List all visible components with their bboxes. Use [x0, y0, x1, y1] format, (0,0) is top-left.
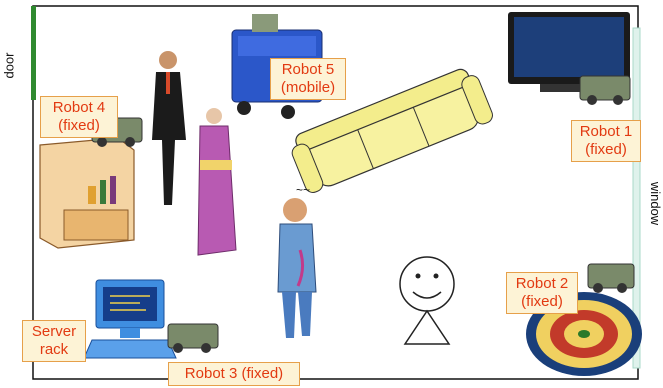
robot-arm-icon-3 — [168, 324, 218, 353]
window-label: window — [648, 182, 663, 225]
server-rack-label: Server rack — [22, 320, 86, 362]
robot-arm-icon-1 — [580, 76, 630, 105]
smiley-figure-icon — [400, 257, 454, 344]
door-mark — [31, 6, 36, 100]
robot-1-type: (fixed) — [576, 141, 636, 159]
server-rack-line1: Server — [27, 323, 81, 341]
robot-5-type: (mobile) — [275, 79, 341, 97]
robot-arm-icon-2 — [588, 264, 634, 293]
robot-3-label: Robot 3 (fixed) — [168, 362, 300, 386]
robot-4-label: Robot 4 (fixed) — [40, 96, 118, 138]
woman-kimono-icon — [198, 108, 236, 255]
cabinet-icon — [40, 138, 134, 248]
server-rack-line2: rack — [27, 341, 81, 359]
computer-icon — [84, 280, 176, 358]
robot-3-name: Robot 3 (fixed) — [173, 365, 295, 383]
robot-4-type: (fixed) — [45, 117, 113, 135]
robot-5-label: Robot 5 (mobile) — [270, 58, 346, 100]
svg-text:~~: ~~ — [296, 183, 310, 197]
robot-2-name: Robot 2 — [511, 275, 573, 293]
robot-2-type: (fixed) — [511, 293, 573, 311]
robot-5-name: Robot 5 — [275, 61, 341, 79]
robot-2-label: Robot 2 (fixed) — [506, 272, 578, 314]
door-label: door — [2, 52, 17, 78]
confused-person-icon: ~~ — [278, 183, 316, 338]
robot-1-label: Robot 1 (fixed) — [571, 120, 641, 162]
robot-1-name: Robot 1 — [576, 123, 636, 141]
robot-4-name: Robot 4 — [45, 99, 113, 117]
man-suit-icon — [152, 51, 186, 205]
